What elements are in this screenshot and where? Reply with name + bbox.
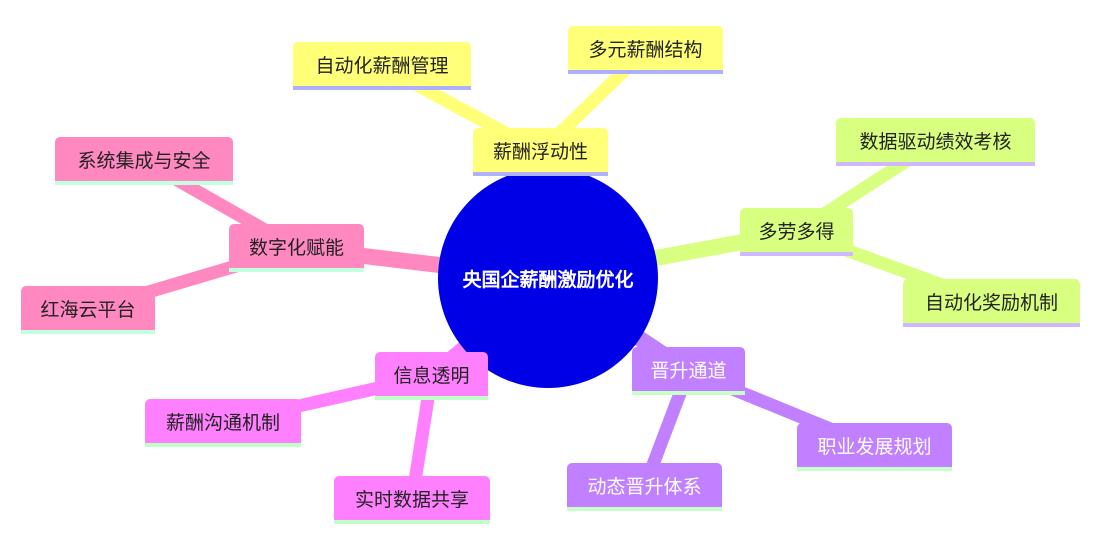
node-label: 数字化赋能 [248,236,344,259]
branch-node-promotion-channel[interactable]: 晋升通道 [632,347,745,395]
branch-node-information-transparency[interactable]: 信息透明 [375,352,488,400]
branch-node-salary-flexibility[interactable]: 薪酬浮动性 [473,128,608,176]
node-label: 自动化奖励机制 [924,291,1058,314]
root-node[interactable]: 央国企薪酬激励优化 [438,168,658,388]
leaf-node-system-integration-security[interactable]: 系统集成与安全 [55,137,233,185]
node-label: 实时数据共享 [354,488,469,511]
branch-node-digital-empowerment[interactable]: 数字化赋能 [229,224,364,272]
leaf-node-diverse-salary-structure[interactable]: 多元薪酬结构 [568,26,723,74]
node-label: 信息透明 [393,364,470,387]
node-label: 薪酬浮动性 [492,140,588,163]
leaf-node-data-driven-performance[interactable]: 数据驱动绩效考核 [836,118,1035,166]
node-label: 系统集成与安全 [77,149,211,172]
root-label: 央国企薪酬激励优化 [462,268,634,291]
leaf-node-career-planning[interactable]: 职业发展规划 [797,423,952,471]
leaf-node-honghaiyun-platform[interactable]: 红海云平台 [21,286,155,334]
node-label: 数据驱动绩效考核 [859,130,1012,153]
node-label: 职业发展规划 [817,435,932,458]
node-label: 红海云平台 [40,298,136,321]
node-label: 多劳多得 [758,220,835,243]
node-label: 薪酬沟通机制 [165,411,280,434]
node-label: 动态晋升体系 [587,475,702,498]
node-label: 多元薪酬结构 [588,38,703,61]
leaf-node-realtime-data-sharing[interactable]: 实时数据共享 [334,476,490,524]
node-label: 自动化薪酬管理 [315,54,449,77]
node-label: 晋升通道 [650,359,727,382]
leaf-node-auto-salary-management[interactable]: 自动化薪酬管理 [293,42,471,90]
leaf-node-auto-reward-mechanism[interactable]: 自动化奖励机制 [903,279,1080,327]
branch-node-more-work-more-pay[interactable]: 多劳多得 [740,208,853,256]
leaf-node-dynamic-promotion-system[interactable]: 动态晋升体系 [567,463,722,511]
leaf-node-salary-communication[interactable]: 薪酬沟通机制 [145,399,301,447]
